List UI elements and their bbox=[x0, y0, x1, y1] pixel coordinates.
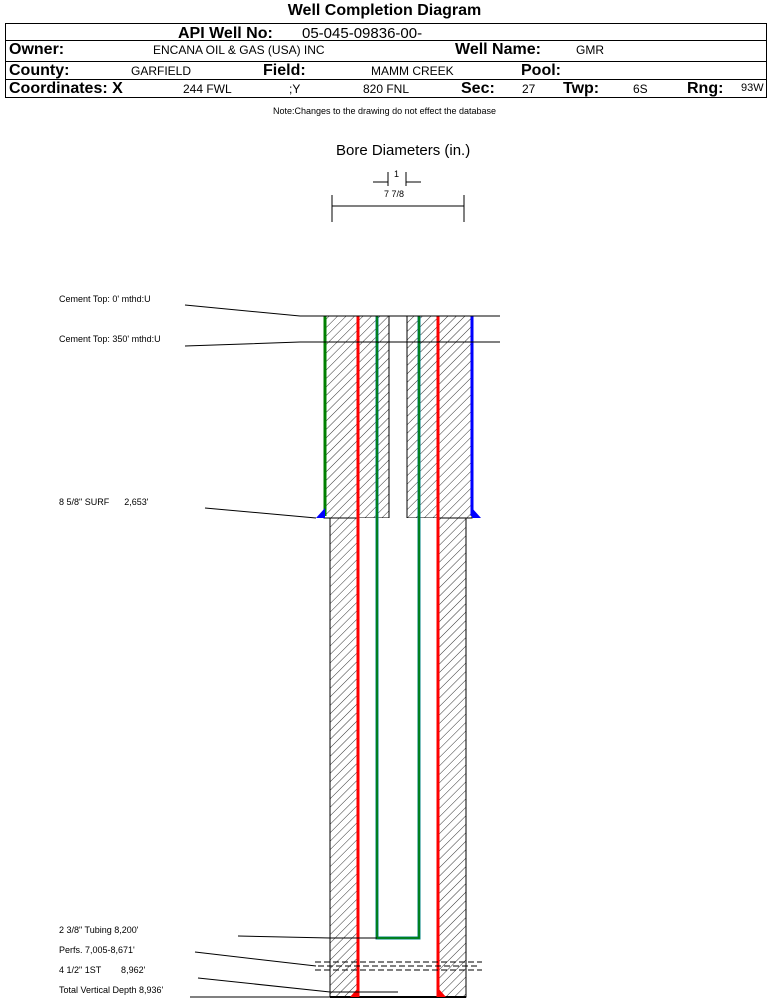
coord-x-value: 244 FWL bbox=[183, 82, 232, 96]
tubing-label: 2 3/8" Tubing 8,200' bbox=[59, 925, 139, 935]
tvd-label: Total Vertical Depth 8,936' bbox=[59, 985, 164, 995]
leader-cement-top-0 bbox=[184, 304, 500, 317]
coord-y-value: 820 FNL bbox=[363, 82, 410, 96]
perfs-label: Perfs. 7,005-8,671' bbox=[59, 945, 135, 955]
page-title: Well Completion Diagram bbox=[287, 2, 482, 19]
leader-production bbox=[197, 977, 398, 993]
county-value: GARFIELD bbox=[131, 64, 192, 78]
rng-value: 93W bbox=[741, 82, 764, 94]
production-casing-label: 4 1/2" 1ST 8,962' bbox=[59, 965, 146, 975]
surface-shoe-left-icon bbox=[316, 508, 325, 518]
production-cement-right bbox=[438, 517, 467, 998]
sec-value: 27 bbox=[522, 82, 536, 96]
note-text: Note:Changes to the drawing do not effec… bbox=[273, 106, 496, 116]
cement-top-350-label: Cement Top: 350' mthd:U bbox=[59, 334, 161, 344]
surface-shoe-right-icon bbox=[472, 508, 481, 518]
twp-value: 6S bbox=[633, 82, 648, 96]
cement-top-0-label: Cement Top: 0' mthd:U bbox=[59, 294, 151, 304]
bore-diameters-title: Bore Diameters (in.) bbox=[336, 142, 471, 159]
owner-label: Owner: bbox=[9, 41, 65, 58]
bore-interior bbox=[359, 518, 438, 997]
field-value: MAMM CREEK bbox=[371, 64, 454, 78]
surface-casing-label: 8 5/8" SURF 2,653' bbox=[59, 497, 149, 507]
well-name-value: GMR bbox=[576, 43, 604, 57]
coord-y-label: ;Y bbox=[289, 82, 301, 96]
well-name-label: Well Name: bbox=[455, 41, 541, 58]
pool-label: Pool: bbox=[521, 62, 561, 79]
field-label: Field: bbox=[263, 62, 306, 79]
leader-perfs bbox=[194, 951, 317, 967]
leader-surf bbox=[204, 507, 317, 519]
api-label: API Well No: bbox=[178, 25, 273, 42]
rng-label: Rng: bbox=[687, 80, 724, 97]
twp-label: Twp: bbox=[563, 80, 600, 97]
perforations bbox=[315, 961, 482, 971]
production-cement-left bbox=[329, 517, 359, 998]
coord-x-label: Coordinates: X bbox=[9, 80, 123, 97]
county-label: County: bbox=[9, 62, 70, 79]
owner-value: ENCANA OIL & GAS (USA) INC bbox=[153, 43, 325, 57]
outer-diameter-label: 7 7/8 bbox=[384, 189, 405, 199]
inner-diameter-label: 1 bbox=[394, 169, 400, 179]
dimension-inner bbox=[373, 172, 421, 186]
dimension-outer bbox=[331, 195, 465, 222]
sec-label: Sec: bbox=[461, 80, 495, 97]
well-header-table: API Well No: 05-045-09836-00- Owner: ENC… bbox=[5, 23, 767, 98]
api-value: 05-045-09836-00- bbox=[302, 25, 423, 42]
leader-cement-top-350 bbox=[184, 341, 500, 347]
leader-tubing bbox=[237, 935, 377, 939]
